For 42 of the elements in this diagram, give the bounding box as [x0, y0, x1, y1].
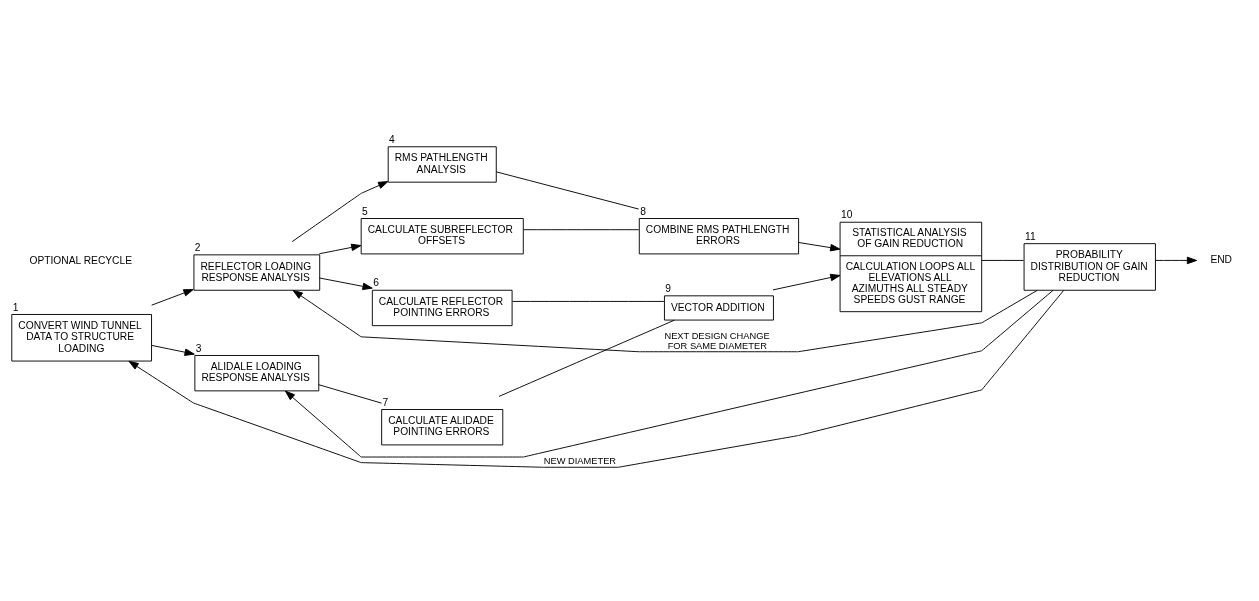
- connector: [495, 171, 640, 210]
- node-box: CONVERT WIND TUNNEL DATA TO STRUCTURE LOADING: [11, 314, 152, 362]
- label: OPTIONAL RECYCLE: [29, 254, 133, 266]
- node-box: CALCULATE ALIDADE POINTING ERRORS: [381, 409, 504, 446]
- node-label: 9: [665, 282, 672, 294]
- connector: [318, 384, 382, 404]
- node-box: REFLECTOR LOADING RESPONSE ANALYSIS: [193, 254, 321, 291]
- arrow: [291, 181, 389, 243]
- arrow: [797, 241, 841, 252]
- node-label: 7: [382, 396, 389, 408]
- node-box: CALCULATE REFLECTOR POINTING ERRORS: [371, 289, 513, 327]
- node-label: 8: [640, 205, 646, 217]
- node-label: 4: [389, 133, 395, 145]
- connector: [511, 300, 665, 302]
- node-box: VECTOR ADDITION: [663, 295, 774, 321]
- node-box: PROBABILITY DISTRIBUTION OF GAIN REDUCTION: [1023, 243, 1156, 291]
- node-box: ALIDALE LOADING RESPONSE ANALYSIS: [194, 355, 320, 392]
- node-label: 10: [840, 209, 853, 221]
- arrow: [151, 289, 194, 306]
- node-label: 11: [1025, 230, 1036, 242]
- arrow: [1154, 256, 1198, 265]
- node-box: RMS PATHLENGTH ANALYSIS: [387, 146, 497, 183]
- arrow: [318, 243, 362, 255]
- node-box: CALCULATE SUBREFLECTOR OFFSETS: [360, 218, 524, 255]
- arrow: [151, 344, 195, 356]
- node-text: END: [1210, 254, 1233, 266]
- node-label: 6: [373, 277, 379, 289]
- connector: [523, 229, 640, 231]
- connector: [498, 319, 675, 397]
- edge-label: NEXT DESIGN CHANGE FOR SAME DIAMETER: [664, 330, 770, 351]
- arrow: [284, 289, 1054, 458]
- node-label: 5: [362, 205, 368, 217]
- arrow: [772, 273, 841, 291]
- node-label: 3: [195, 342, 202, 354]
- node-label: 2: [194, 241, 201, 253]
- connector: [981, 259, 1025, 261]
- node-label: 1: [12, 301, 19, 313]
- arrow: [318, 277, 373, 291]
- node-box: COMBINE RMS PATHLENGTH ERRORS: [638, 218, 800, 255]
- arrow: [292, 289, 1038, 353]
- edge-label: NEW DIAMETER: [543, 456, 617, 467]
- arrow: [128, 290, 1065, 468]
